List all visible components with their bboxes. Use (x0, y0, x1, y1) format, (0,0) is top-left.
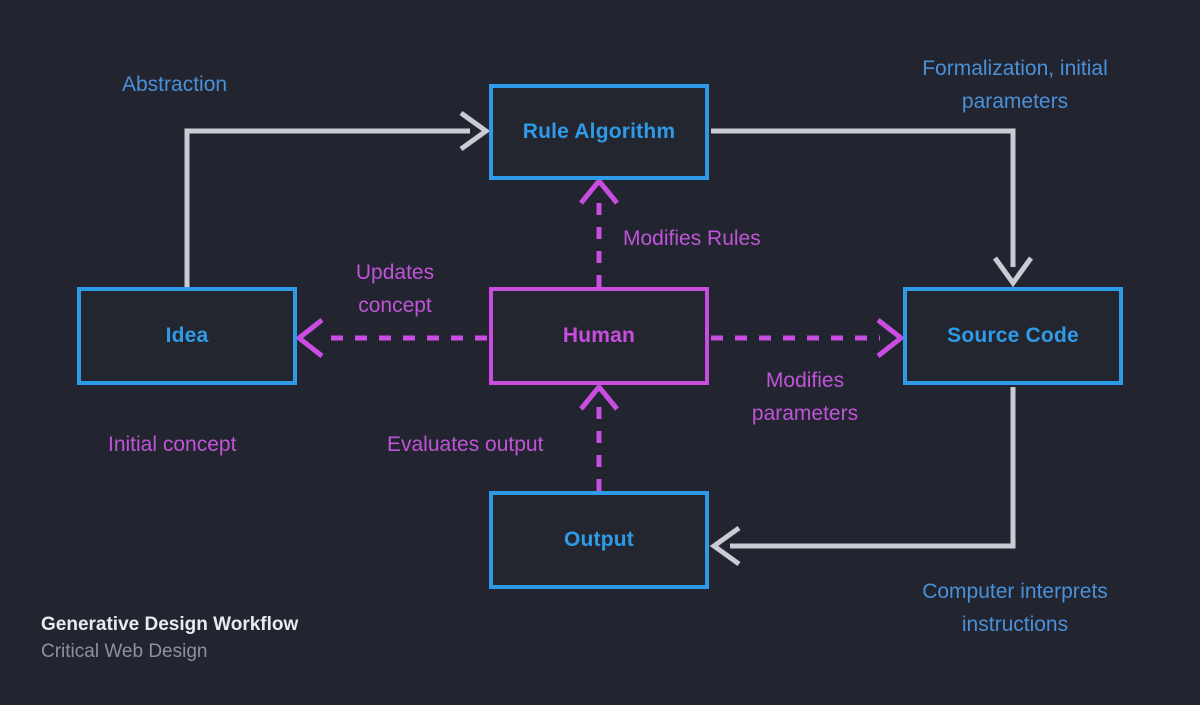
node-rule-algorithm-label: Rule Algorithm (522, 120, 676, 143)
node-idea[interactable]: Idea (77, 287, 297, 385)
edge-human-to-idea (294, 318, 487, 358)
edge-label-evaluates-output: Evaluates output (387, 433, 544, 456)
edge-idea-to-rule (184, 110, 491, 288)
edge-human-to-source (711, 318, 906, 358)
edge-label-modifies-rules: Modifies Rules (623, 227, 761, 250)
edge-source-to-output (709, 387, 1016, 567)
node-human-label: Human (562, 324, 636, 347)
node-source-code-label: Source Code (947, 324, 1079, 347)
edge-label-computer-interprets: Computer interprets instructions (922, 580, 1108, 636)
node-output-label: Output (563, 528, 634, 551)
node-rule-algorithm[interactable]: Rule Algorithm (489, 84, 709, 180)
diagram-caption: Generative Design Workflow Critical Web … (41, 611, 298, 665)
edge-human-to-rule (579, 177, 619, 287)
diagram-subtitle: Critical Web Design (41, 641, 208, 662)
edge-label-abstraction: Abstraction (122, 73, 228, 96)
edge-label-updates-concept: Updates concept (355, 261, 435, 317)
edge-label-modifies-parameters: Modifies parameters (751, 369, 859, 425)
node-source-code[interactable]: Source Code (903, 287, 1123, 385)
diagram-title: Generative Design Workflow (41, 614, 299, 635)
edge-rule-to-source (711, 128, 1034, 288)
edge-output-to-human (579, 383, 619, 491)
edge-label-formalization: Formalization, initial parameters (922, 57, 1108, 113)
node-output[interactable]: Output (489, 491, 709, 589)
node-idea-label: Idea (165, 324, 209, 347)
node-human[interactable]: Human (489, 287, 709, 385)
edge-label-initial-concept: Initial concept (108, 433, 237, 456)
